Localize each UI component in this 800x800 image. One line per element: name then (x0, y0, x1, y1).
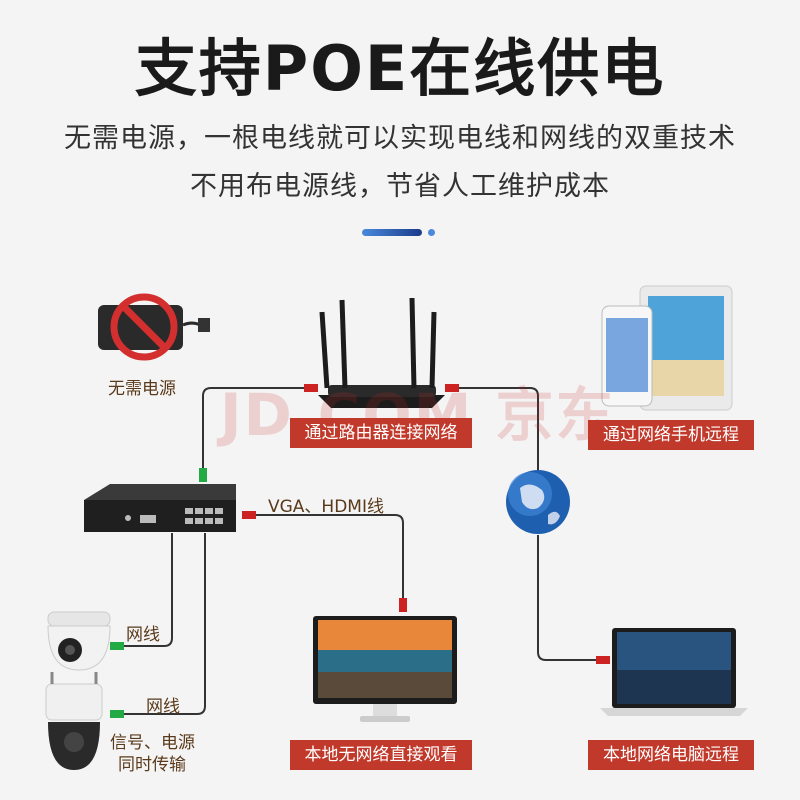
label-pc-remote: 本地网络电脑远程 (588, 740, 754, 770)
connector-red (242, 511, 256, 519)
connector-green (110, 642, 124, 650)
globe-laptop-cable (537, 535, 610, 661)
connector-green (199, 468, 207, 482)
router-globe-cable (445, 387, 539, 470)
label-vga-hdmi: VGA、HDMI线 (268, 497, 384, 517)
label-local-view: 本地无网络直接观看 (290, 740, 472, 770)
nvr-dome-cable (110, 533, 173, 647)
label-phone-remote: 通过网络手机远程 (588, 420, 754, 450)
dome-camera-icon (47, 611, 111, 671)
nvr-icon (84, 484, 236, 532)
connector-red (304, 384, 318, 392)
power-adapter-crossed-icon (98, 293, 210, 361)
tablet-phone-icon (601, 285, 733, 411)
monitor-icon (313, 616, 457, 722)
connector-red (445, 384, 459, 392)
label-router: 通过路由器连接网络 (290, 418, 472, 448)
globe-icon (506, 470, 570, 534)
ptz-camera-icon (45, 672, 103, 770)
label-no-power: 无需电源 (108, 379, 176, 399)
connector-red (399, 598, 407, 612)
page-title: 支持POE在线供电 (134, 32, 666, 105)
decorative-bar (362, 229, 422, 236)
label-cable-2: 网线 (146, 697, 180, 717)
nvr-ptz-cable (110, 533, 206, 715)
connector-green (110, 710, 124, 718)
subtitle-line-1: 无需电源，一根电线就可以实现电线和网线的双重技术 (64, 123, 736, 154)
decorative-dot (428, 229, 435, 236)
connector-red (596, 656, 610, 664)
nvr-router-cable (202, 387, 318, 478)
router-icon (318, 297, 445, 408)
nvr-monitor-cable (242, 514, 404, 610)
label-cable-1: 网线 (126, 625, 160, 645)
label-signal-power-2: 同时传输 (118, 755, 186, 775)
laptop-icon (600, 628, 748, 716)
label-signal-power-1: 信号、电源 (110, 733, 195, 753)
subtitle-line-2: 不用布电源线，节省人工维护成本 (190, 171, 610, 202)
